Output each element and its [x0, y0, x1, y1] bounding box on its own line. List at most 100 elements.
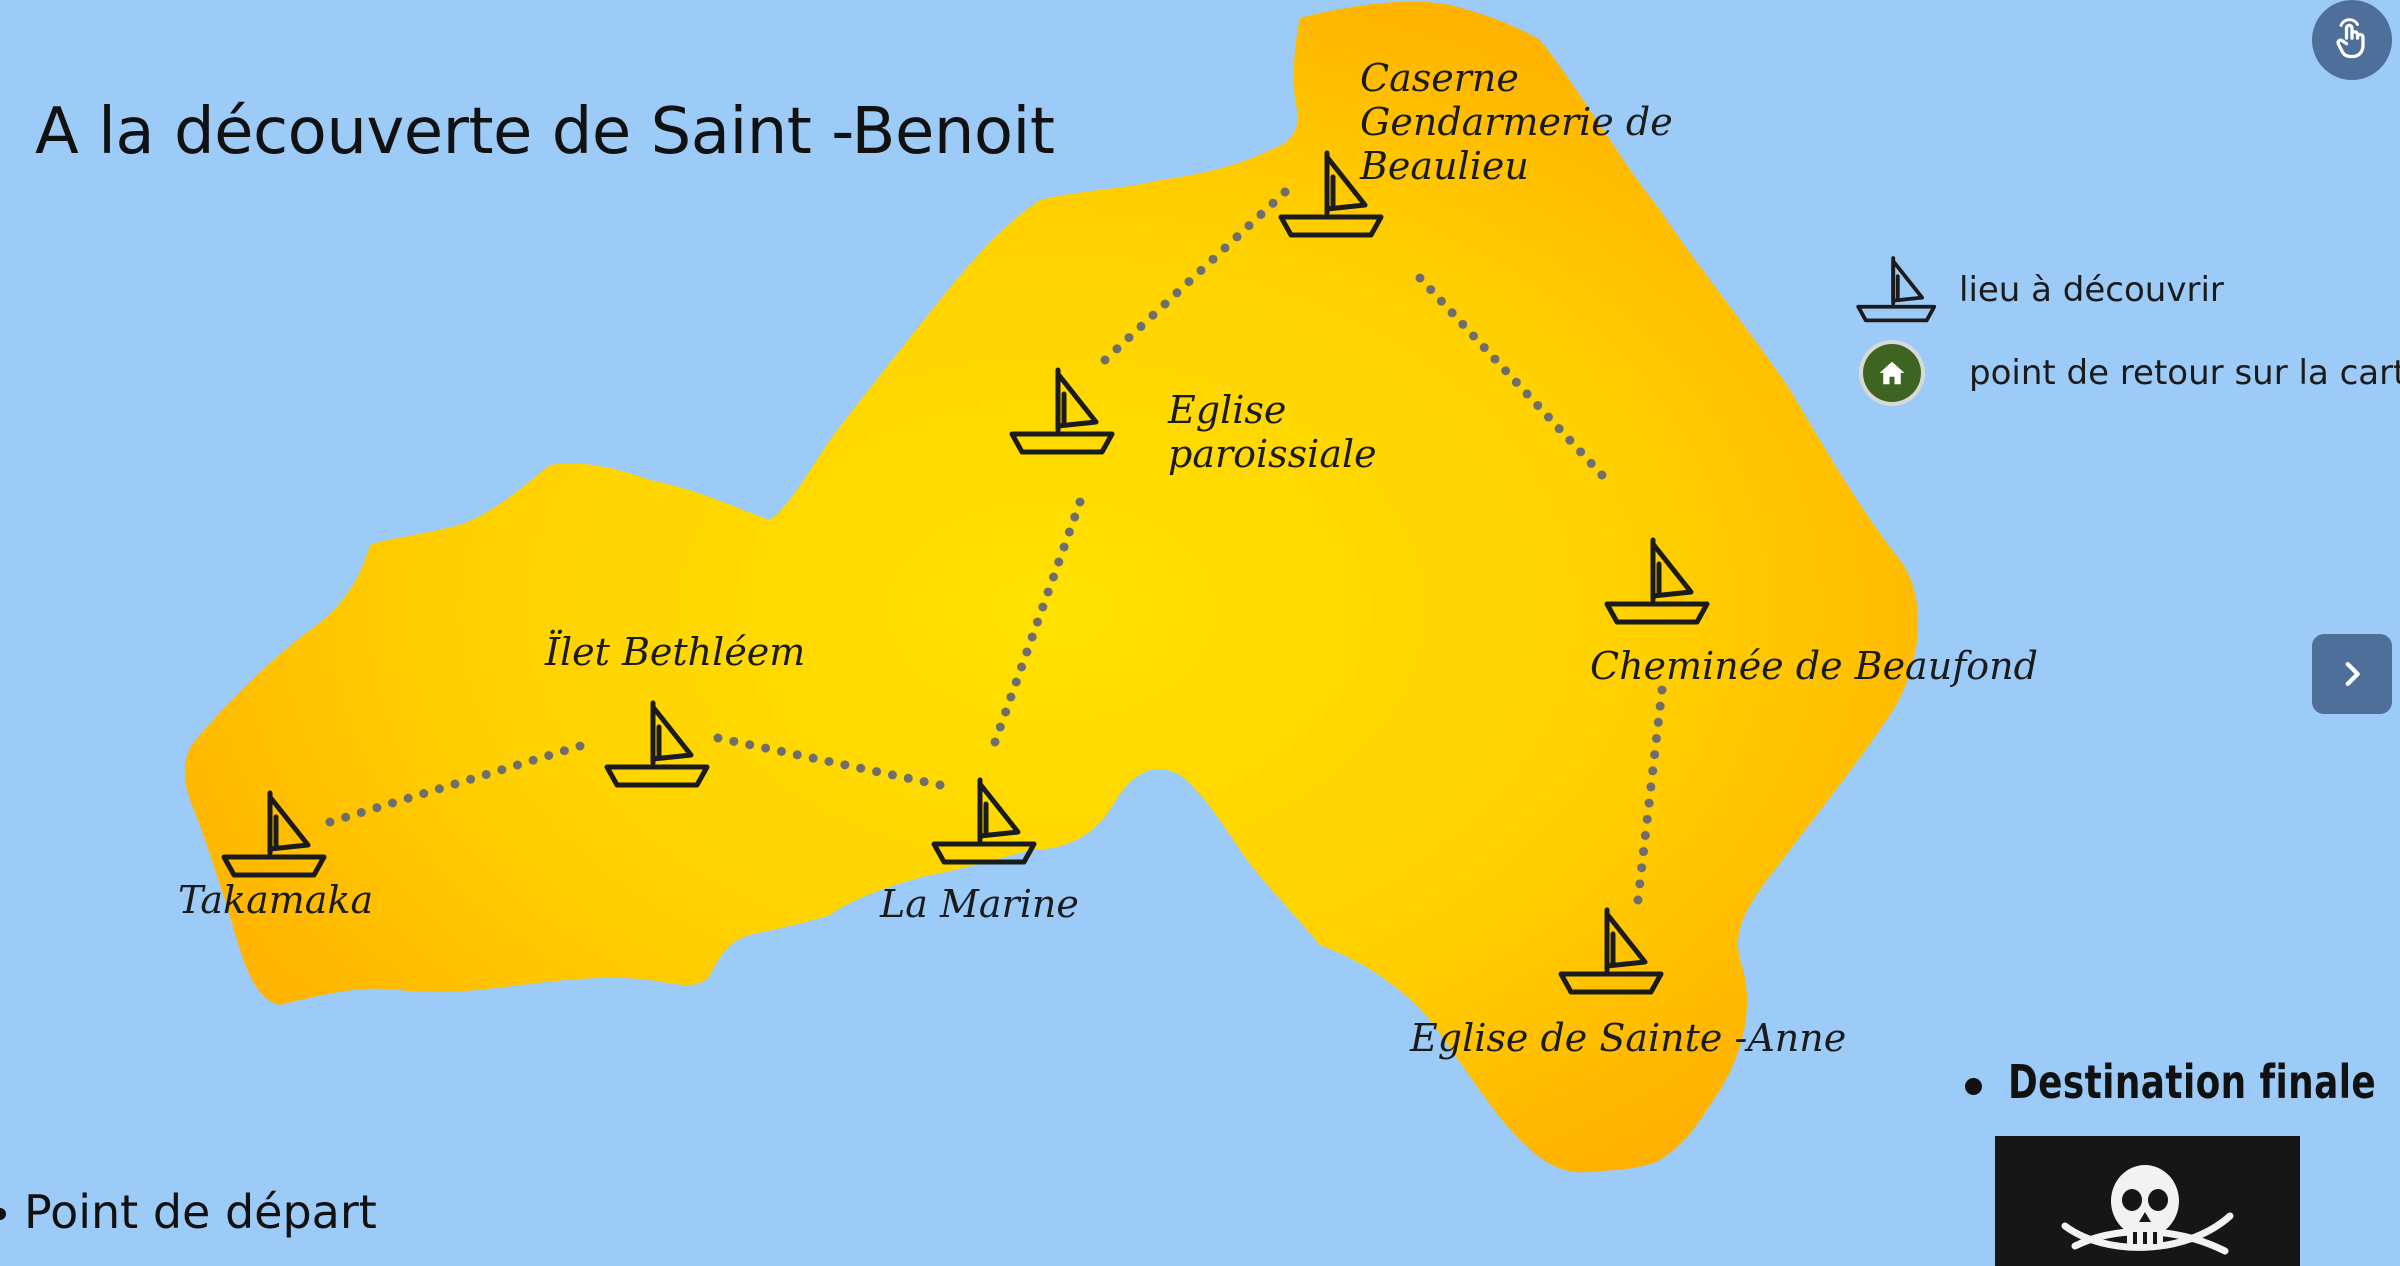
route-dot [1256, 209, 1266, 219]
legend-return-label: point de retour sur la carte [1969, 353, 2400, 393]
label-ilet-bethleem: Ïlet Bethléem [545, 630, 806, 674]
route-dot [935, 780, 945, 790]
route-dot [1644, 798, 1654, 808]
legend-item-discover: lieu à découvrir [1855, 252, 2224, 328]
route-dot [544, 751, 554, 760]
route-dot [1196, 265, 1206, 275]
route-dot [1075, 497, 1085, 507]
route-dot [903, 773, 913, 783]
route-dot [729, 736, 739, 746]
route-dot [1038, 602, 1048, 612]
route-dot [1490, 354, 1500, 364]
route-dot [1148, 310, 1158, 320]
route-dot [1426, 285, 1436, 295]
route-dot [419, 789, 429, 798]
route-dot [1657, 685, 1667, 695]
route-dot [1100, 355, 1110, 365]
route-dot [1054, 557, 1064, 567]
route-dot [450, 779, 460, 789]
route-dot [388, 798, 397, 808]
start-label: Point de départ [24, 1185, 377, 1239]
final-destination-bullet [1965, 1078, 1982, 1095]
label-cheminee: Cheminée de Beaufond [1590, 644, 2038, 688]
start-bullet [0, 1208, 6, 1220]
route-dot [824, 757, 834, 766]
route-dot [1033, 617, 1042, 627]
route-dot [1447, 308, 1457, 318]
route-dots [325, 187, 1667, 905]
route-dot [1220, 243, 1230, 253]
route-dot [995, 722, 1005, 732]
label-caserne: Caserne Gendarmerie de Beaulieu [1360, 56, 1673, 188]
route-dot [1048, 572, 1058, 582]
route-dot [1059, 542, 1069, 552]
route-dot [1543, 412, 1553, 422]
route-dot [1011, 677, 1021, 687]
route-dot [1124, 333, 1134, 343]
route-dot [1022, 647, 1032, 657]
route-dot [1655, 701, 1665, 711]
route-dot [1027, 632, 1037, 642]
route-dot [1651, 733, 1661, 743]
route-dot [1469, 331, 1479, 341]
route-dot [1458, 319, 1468, 329]
route-dot [1653, 717, 1663, 727]
route-dot [872, 767, 882, 777]
route-dot [434, 784, 444, 794]
route-dot [792, 750, 802, 760]
page-title: A la découverte de Saint -Benoit [35, 95, 1055, 169]
route-dot [1640, 830, 1650, 840]
route-dot [1511, 377, 1521, 387]
label-eglise-paroissiale: Eglise paroissiale [1168, 388, 1377, 476]
route-dot [1576, 447, 1586, 457]
route-dot [575, 741, 585, 751]
legend-discover-label: lieu à découvrir [1959, 270, 2224, 310]
label-takamaka: Takamaka [178, 878, 374, 922]
route-dot [356, 808, 366, 817]
route-dot [1136, 321, 1146, 331]
route-dot [1268, 198, 1278, 208]
route-dot [856, 763, 866, 773]
route-dot [481, 770, 491, 779]
route-dot [497, 765, 507, 775]
route-dot [1646, 782, 1656, 792]
final-destination-label: Destination finale [2008, 1055, 2377, 1109]
route-dot [1633, 895, 1643, 905]
route-dot [1184, 277, 1194, 287]
route-dot [1565, 435, 1575, 445]
route-dot [559, 746, 569, 756]
route-dot [1415, 273, 1425, 283]
route-dot [1001, 707, 1011, 717]
route-dot [1639, 847, 1649, 857]
route-dot [1436, 296, 1446, 306]
label-eglise-sainte-anne: Eglise de Sainte -Anne [1410, 1016, 1847, 1060]
route-dot [713, 733, 723, 743]
route-dot [1650, 750, 1660, 760]
legend-item-return: point de retour sur la carte [1855, 340, 2400, 406]
route-dot [919, 777, 929, 787]
island [184, 1, 1919, 1173]
route-dot [1533, 400, 1543, 410]
route-dot [513, 760, 522, 770]
route-dot [1635, 879, 1645, 889]
route-dot [1172, 288, 1182, 298]
route-dot [1160, 299, 1170, 309]
route-dot [403, 793, 413, 803]
route-dot [528, 755, 538, 765]
route-dot [1597, 470, 1607, 480]
route-dot [1232, 232, 1242, 242]
home-icon [1879, 361, 1905, 385]
next-button[interactable] [2312, 634, 2392, 714]
route-dot [1501, 366, 1511, 376]
route-dot [761, 743, 771, 753]
chevron-right-icon [2345, 661, 2360, 687]
pirate-flag-image[interactable] [1995, 1136, 2300, 1266]
touch-mode-button[interactable] [2312, 0, 2392, 80]
route-dot [1637, 863, 1647, 873]
route-dot [887, 770, 897, 780]
route-dot [1043, 587, 1053, 597]
label-la-marine: La Marine [880, 882, 1079, 926]
route-dot [1522, 389, 1532, 399]
route-dot [808, 753, 818, 763]
